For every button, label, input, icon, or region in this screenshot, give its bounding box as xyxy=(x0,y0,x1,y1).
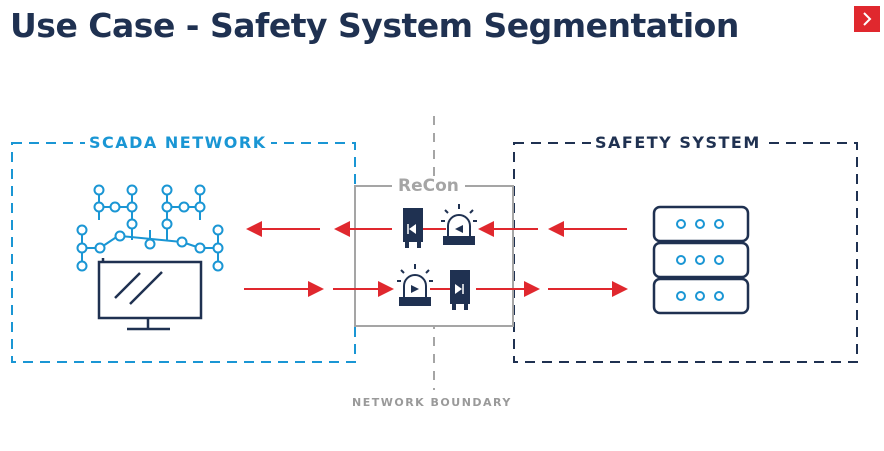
monitor-icon xyxy=(97,258,203,331)
scada-network-label: SCADA NETWORK xyxy=(85,133,271,152)
alarm-light-icon xyxy=(441,204,477,245)
recon-box xyxy=(354,185,514,327)
data-diode-icon xyxy=(403,208,423,248)
recon-label: ReCon xyxy=(392,176,465,196)
network-graph-icon xyxy=(76,184,224,272)
server-stack-icon xyxy=(652,205,750,315)
alarm-light-icon xyxy=(397,264,433,306)
network-boundary-label: NETWORK BOUNDARY xyxy=(352,396,512,409)
next-slide-button[interactable] xyxy=(854,6,880,32)
chevron-right-icon xyxy=(863,12,872,26)
safety-system-label: SAFETY SYSTEM xyxy=(591,133,765,152)
scada-network-zone xyxy=(11,142,356,363)
page-title: Use Case - Safety System Segmentation xyxy=(10,6,739,45)
data-diode-icon xyxy=(450,270,470,310)
